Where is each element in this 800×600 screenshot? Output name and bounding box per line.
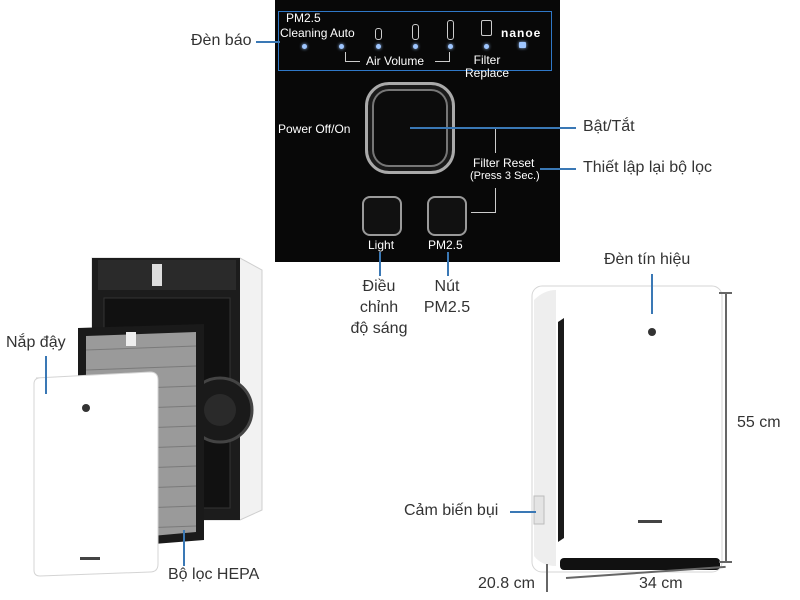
depth-label: 20.8 cm bbox=[478, 575, 535, 592]
air-volume-light-3 bbox=[448, 44, 453, 49]
air-volume-bar-2 bbox=[412, 24, 419, 40]
sensor-leader bbox=[510, 511, 536, 513]
cover-leader bbox=[45, 356, 47, 394]
cover-brand bbox=[80, 557, 100, 560]
filter-reset-bracket-bottom bbox=[471, 188, 496, 213]
reset-leader bbox=[540, 168, 576, 170]
cleaning-label: Cleaning bbox=[280, 26, 328, 40]
filter-reset-label: Filter Reset bbox=[473, 156, 535, 170]
auto-label: Auto bbox=[330, 26, 355, 40]
filter-replace-light bbox=[484, 44, 489, 49]
pm25-annotation: Nút PM2.5 bbox=[423, 278, 471, 316]
unit-base bbox=[560, 558, 720, 570]
power-annotation: Bật/Tắt bbox=[583, 118, 635, 135]
unit-logo-icon bbox=[648, 328, 656, 336]
light-button[interactable] bbox=[362, 196, 402, 236]
pm25-indicator-light bbox=[302, 44, 307, 49]
width-label: 34 cm bbox=[639, 575, 683, 592]
power-leader bbox=[410, 127, 576, 129]
light-leader bbox=[379, 252, 381, 276]
unit-side-slot bbox=[558, 318, 564, 542]
hepa-tab bbox=[126, 332, 136, 346]
air-volume-bar-3 bbox=[447, 20, 454, 40]
pm25-button-label: PM2.5 bbox=[428, 238, 463, 252]
exploded-view bbox=[33, 257, 263, 577]
cover-logo-icon bbox=[82, 404, 90, 412]
air-volume-bracket-left bbox=[345, 52, 360, 62]
pm25-leader bbox=[447, 252, 449, 276]
air-volume-label: Air Volume bbox=[366, 54, 425, 68]
air-volume-bar-1 bbox=[375, 28, 382, 40]
front-cover bbox=[33, 371, 159, 577]
filter-tag bbox=[152, 264, 162, 286]
nanoe-logo: nanoe bbox=[501, 26, 542, 40]
air-volume-light-1 bbox=[376, 44, 381, 49]
height-label: 55 cm bbox=[737, 414, 781, 431]
height-dimension-cap-bottom bbox=[719, 561, 732, 563]
unit-top-grille bbox=[98, 260, 236, 290]
light-annotation: Điều chỉnh độ sáng bbox=[350, 278, 408, 337]
filter-label: Filter bbox=[473, 53, 501, 67]
control-panel: PM2.5 Cleaning Auto Air Volume nanoe Fil… bbox=[275, 0, 560, 262]
air-volume-light-2 bbox=[413, 44, 418, 49]
signal-light-leader bbox=[651, 274, 653, 314]
assembled-unit bbox=[531, 285, 723, 573]
hepa-leader bbox=[183, 530, 185, 566]
pm25-button[interactable] bbox=[427, 196, 467, 236]
height-dimension-line bbox=[725, 292, 727, 562]
depth-dimension-line bbox=[546, 564, 548, 592]
signal-light-annotation: Đèn tín hiệu bbox=[604, 251, 691, 268]
power-label: Power Off/On bbox=[278, 122, 351, 136]
unit-brand bbox=[638, 520, 662, 523]
cover-annotation: Nắp đậy bbox=[6, 334, 66, 351]
filter-reset-bracket-top bbox=[471, 128, 496, 153]
indicator-annotation: Đèn báo bbox=[191, 32, 252, 49]
unit-side-shade bbox=[534, 290, 556, 566]
replace-label: Replace bbox=[464, 66, 510, 80]
auto-indicator-light bbox=[339, 44, 344, 49]
pm25-indicator-label: PM2.5 bbox=[286, 11, 321, 25]
reset-annotation: Thiết lập lại bộ lọc bbox=[583, 159, 712, 176]
indicator-leader bbox=[256, 41, 280, 43]
light-label: Light bbox=[368, 238, 395, 252]
press-label: (Press 3 Sec.) bbox=[470, 170, 540, 182]
nanoe-light bbox=[519, 42, 526, 48]
filter-icon bbox=[481, 20, 492, 36]
sensor-grille bbox=[533, 495, 545, 525]
air-volume-bracket-right bbox=[435, 52, 450, 62]
sensor-annotation: Cảm biến bụi bbox=[404, 502, 499, 519]
hepa-annotation: Bộ lọc HEPA bbox=[168, 566, 260, 583]
height-dimension-cap-top bbox=[719, 292, 732, 294]
